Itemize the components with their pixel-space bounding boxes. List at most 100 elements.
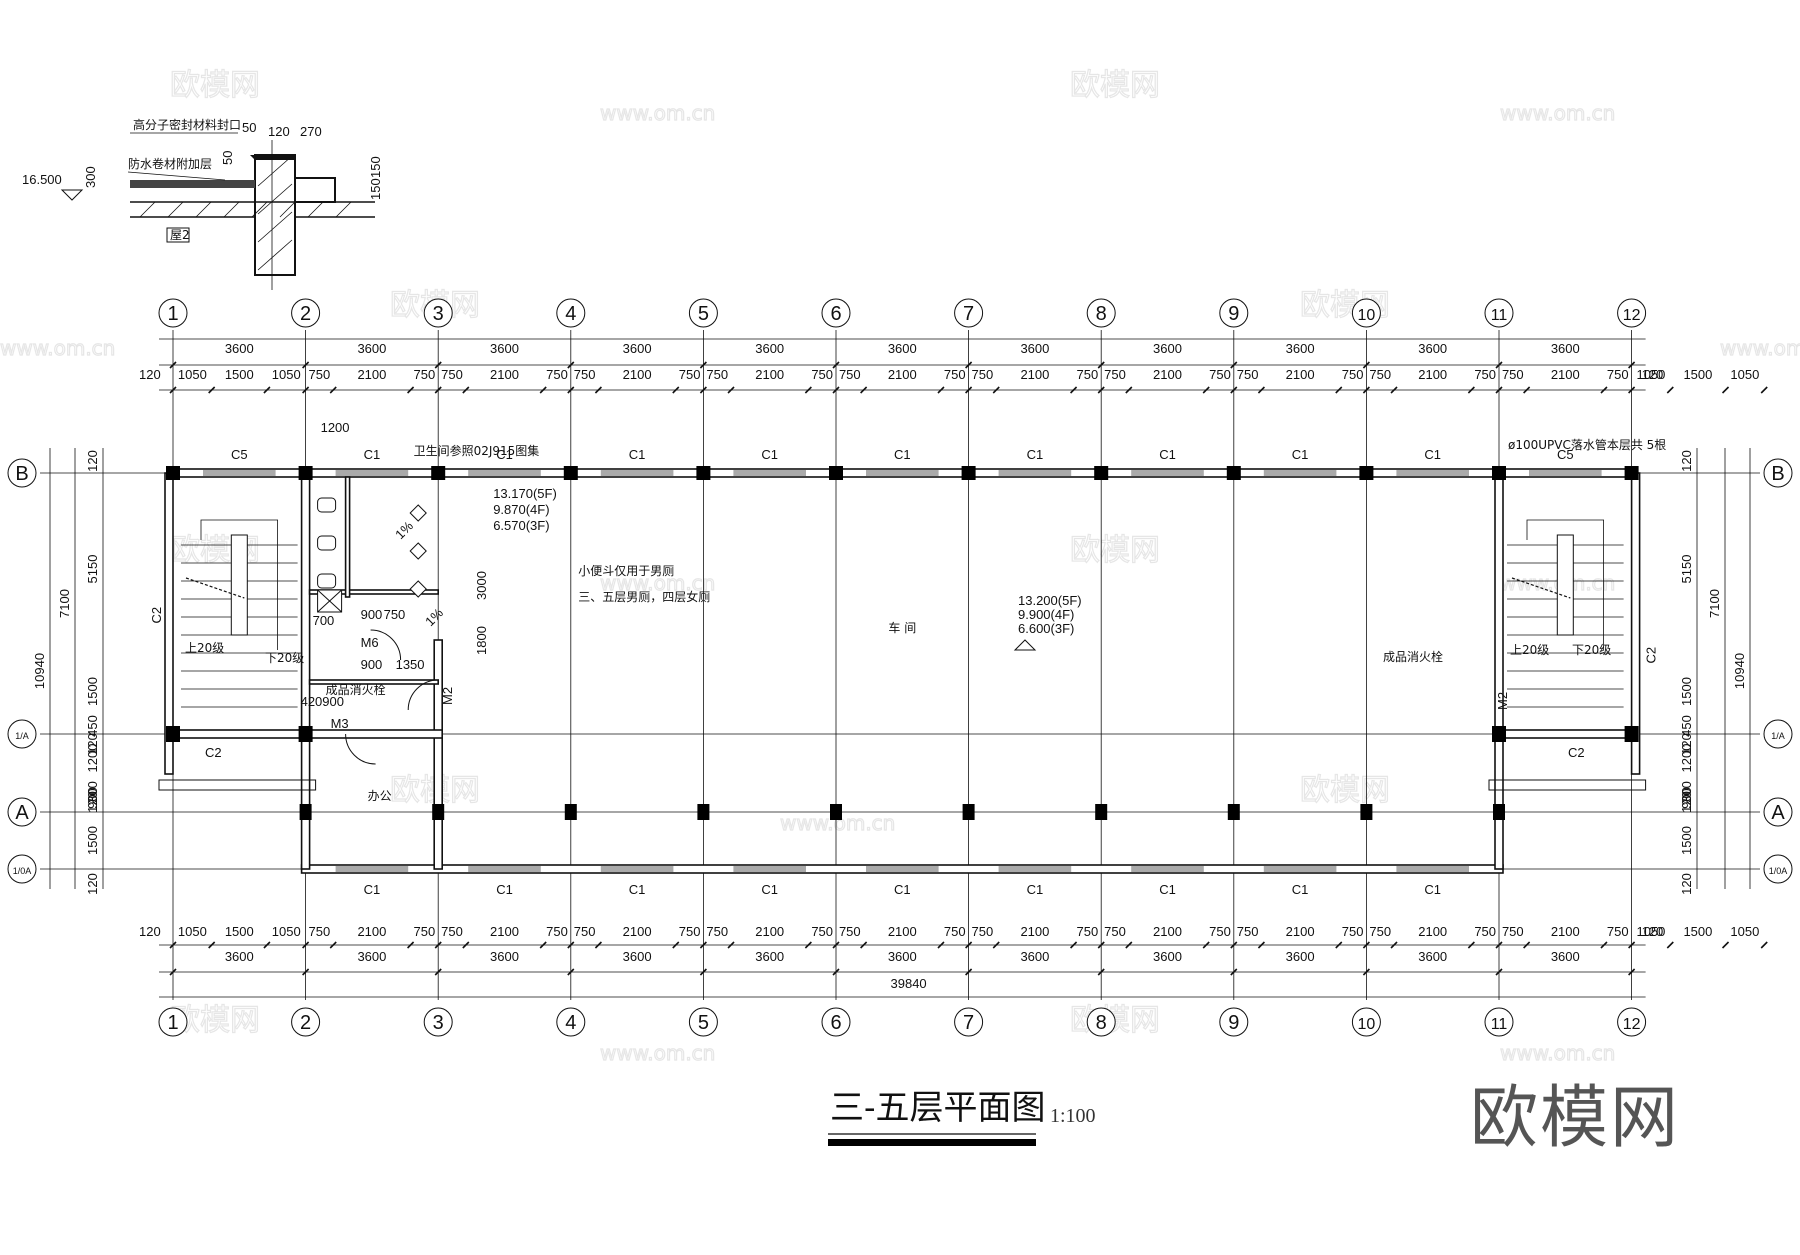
door-swing-m2 [407,679,439,711]
dimension-value: 3600 [755,341,784,356]
axis-bubble-5 [688,1007,718,1037]
dimension-value: 750 [546,924,568,939]
toilet-floor-note: 三、五层男厕，四层女厕 [578,589,710,604]
detail-hatch [279,201,296,218]
shaft-cross [317,589,342,613]
watermark-url: www.om.cn [600,571,715,595]
dimension-tick [434,968,442,976]
toilet-reference-note: 卫生间参照02J915图集 [414,443,540,458]
dimension-tick [1202,941,1210,949]
axis-bubble-8 [1086,1007,1116,1037]
dimension-tick [965,386,973,394]
dimension-tick [965,941,973,949]
toilet-dim: 700 [313,613,335,628]
fire-hydrant-label: 成品消火栓 [326,682,386,697]
axis-label: 8 [1096,1012,1107,1034]
dimension-tick [1721,941,1730,949]
dimension-value: 900 [1679,787,1694,809]
dimension-tick [672,941,680,949]
dimension-tick [699,941,707,949]
column [1492,726,1506,742]
toilet-fixture [317,497,337,513]
axis-label: 6 [830,1012,841,1034]
dimension-tick [1721,386,1730,394]
window-label: C1 [894,882,911,897]
detail-leader [127,171,226,181]
stair-break-line [185,577,245,599]
detail-note-membrane: 防水卷材附加层 [128,156,212,171]
detail-dim: 150 [368,156,383,178]
dimension-tick [1628,361,1636,369]
column [1493,804,1505,820]
dimension-tick [1467,941,1475,949]
dimension-value: 750 [811,367,833,382]
toilet-dim: 1800 [474,626,489,655]
window-glazing [733,866,806,872]
axis-label: 11 [1491,307,1508,324]
dimension-tick [302,941,310,949]
column [564,804,577,820]
axis-label: B [15,463,28,485]
axis-label: 9 [1228,1012,1239,1034]
dimension-value: 1200 [85,744,100,773]
dimension-tick [329,386,337,394]
dimension-value: 750 [1607,367,1629,382]
canopy [158,779,317,791]
axis-label: 1/0A [13,866,32,876]
dimension-value: 2100 [1153,367,1182,382]
detail-hatch [167,201,184,218]
dimension-tick [1335,941,1343,949]
window-glazing [998,866,1072,872]
dimension-tick [860,941,868,949]
dimension-value: 3600 [1153,341,1182,356]
dimension-value: 1050 [1636,367,1665,382]
detail-note-seal: 高分子密封材料封口 [133,117,241,132]
dimension-value: 1050 [178,924,207,939]
window-label: C1 [364,447,381,462]
axis-label: 7 [963,303,974,325]
axis-label: B [1771,463,1784,485]
dimension-tick [937,941,945,949]
door-label-m6: M6 [361,635,379,650]
urinal-fixture [409,542,427,560]
watermark-url: www.om.cn [1500,1041,1615,1065]
dimension-value: 750 [574,367,596,382]
dimension-tick [965,361,973,369]
title-underline-thin [828,1133,1036,1135]
wall-stair-south-right [1498,729,1637,739]
dimension-value: 3600 [1418,341,1447,356]
slope-label: 1% [422,605,446,629]
stair-arrow-line [1526,519,1604,650]
dimension-tick [804,941,812,949]
dimension-tick [1070,941,1078,949]
dimension-tick [1666,386,1674,394]
axis-label: 6 [830,303,841,325]
workshop-elevation: 13.200(5F) [1018,593,1082,608]
dimension-tick [208,386,216,394]
column [830,804,842,820]
room-label-office: 办公 [368,788,392,803]
column [166,726,180,742]
dimension-value: 1500 [85,826,100,855]
wall-corridor [304,729,444,739]
dimension-tick [567,968,575,976]
axis-bubble-8 [1086,298,1116,328]
dimension-tick [1523,386,1531,394]
axis-bubble-9 [1219,298,1249,328]
dimension-value: 2100 [623,924,652,939]
column [1227,804,1240,820]
watermark-url: www.om.cn [600,1041,715,1065]
dimension-tick [329,941,337,949]
dimension-value: 750 [839,924,861,939]
dimension-value: 750 [1104,367,1126,382]
stair-up-label: 上20级 [1510,643,1549,657]
dimension-value: 750 [1077,924,1099,939]
detail-hatch [139,201,156,218]
door-label-m2: M2 [440,687,455,705]
watermark-url: www.om.cn [600,101,715,125]
detail-hatch [335,201,352,218]
dimension-value: 1050 [1730,367,1759,382]
column [1492,466,1506,480]
